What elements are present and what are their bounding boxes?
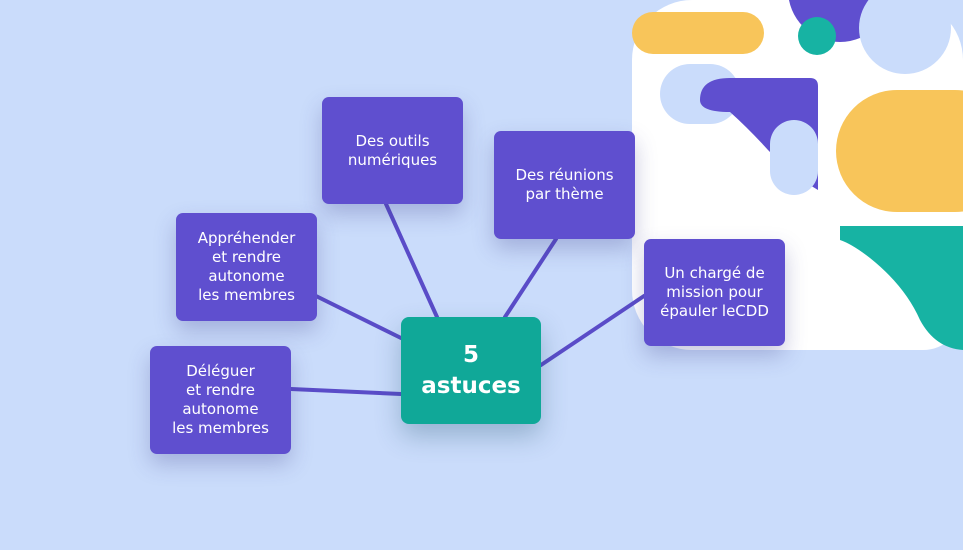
center-label: 5 astuces — [421, 341, 521, 399]
node-apprehender-et-rendre-autonome: Appréhender et rendre autonome les membr… — [176, 213, 317, 321]
node-label: Des outils numériques — [347, 131, 438, 169]
node-deleguer-et-rendre-autonome: Déléguer et rendre autonome les membres — [150, 346, 291, 454]
deco-teal-dot — [798, 17, 836, 55]
node-des-outils-numeriques: Des outils numériques — [322, 97, 463, 204]
connector-outils — [384, 202, 439, 319]
deco-lightblue-circle — [859, 0, 951, 74]
node-label: Déléguer et rendre autonome les membres — [172, 362, 269, 437]
deco-teal-arc — [840, 226, 963, 350]
node-un-charge-de-mission: Un chargé de mission pour épauler leCDD — [644, 239, 785, 346]
connector-deleguer — [289, 387, 403, 396]
node-label: Un chargé de mission pour épauler leCDD — [660, 264, 769, 320]
deco-yellow-pill-right — [836, 90, 963, 212]
connector-apprehender — [314, 294, 403, 340]
connector-reunions — [503, 237, 558, 319]
connector-charge — [539, 294, 646, 367]
deco-yellow-pill-top — [632, 12, 764, 54]
node-label: Des réunions par thème — [515, 166, 614, 203]
node-label: Appréhender et rendre autonome les membr… — [197, 229, 296, 304]
center-node-5-astuces: 5 astuces — [401, 317, 541, 424]
deco-lightblue-notch — [770, 120, 818, 195]
node-des-reunions-par-theme: Des réunions par thème — [494, 131, 635, 239]
